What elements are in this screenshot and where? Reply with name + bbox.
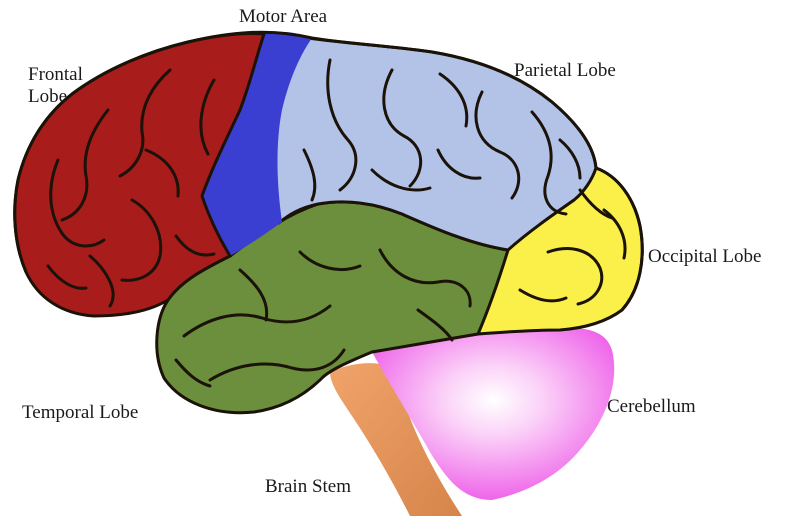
brain-stem-label: Brain Stem [265,476,351,498]
occipital-lobe-label: Occipital Lobe [648,246,761,268]
frontal-lobe-label: Frontal Lobe [28,64,83,108]
parietal-lobe-label: Parietal Lobe [514,60,616,82]
cerebellum-label: Cerebellum [607,396,696,418]
temporal-lobe-label: Temporal Lobe [22,402,138,424]
motor-area-label: Motor Area [239,6,327,28]
frontal-lobe-label-line1: Frontal [28,64,83,86]
frontal-lobe-label-line2: Lobe [28,86,83,108]
